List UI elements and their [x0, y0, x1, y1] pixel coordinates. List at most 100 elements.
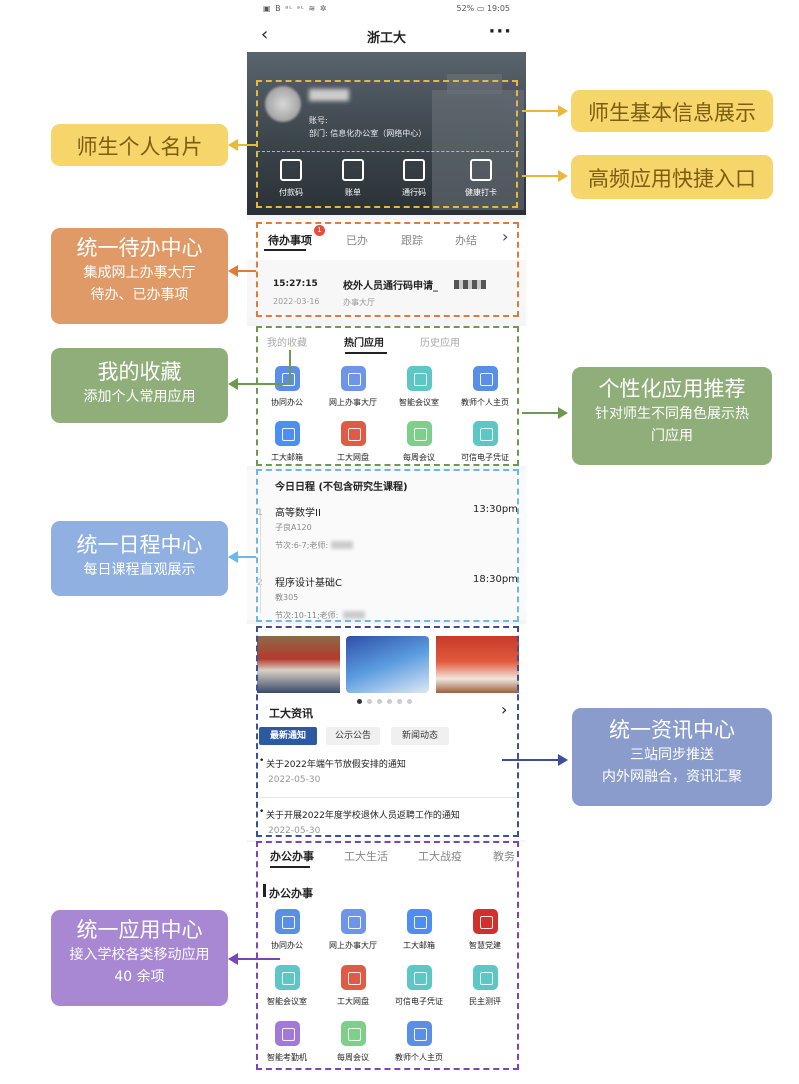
- tab-underline: [264, 249, 306, 251]
- app-icon: [406, 1021, 432, 1046]
- tab-todo-4[interactable]: 办结: [455, 234, 477, 247]
- arrow-news-head: [558, 754, 568, 766]
- app-tile[interactable]: 可信电子凭证: [387, 965, 451, 1007]
- app-label: 可信电子凭证: [395, 997, 443, 1006]
- app-tile[interactable]: 民主测评: [453, 965, 517, 1007]
- app-tile[interactable]: 可信电子凭证: [453, 421, 517, 463]
- arrow-sched-head: [228, 551, 238, 563]
- news-divider: [259, 797, 517, 798]
- callout-card-text: 师生个人名片: [76, 135, 203, 159]
- app-tile[interactable]: 教师个人主页: [453, 366, 517, 408]
- app-label: 教师个人主页: [395, 1053, 443, 1062]
- todo-badge: 1: [314, 225, 325, 236]
- callout-sched: 统一日程中心 每日课程直观展示: [51, 521, 228, 596]
- nav-bar: ‹ 浙工大 ···: [247, 18, 526, 52]
- callout-news-line-2: 内外网融合，资讯汇聚: [602, 769, 742, 785]
- chevron-right-icon[interactable]: ›: [502, 227, 509, 246]
- app-tile[interactable]: 网上办事大厅: [321, 909, 385, 951]
- tab-todo-1[interactable]: 待办事项: [268, 234, 312, 247]
- app-icon: [406, 366, 432, 391]
- tab-center-2[interactable]: 工大生活: [344, 850, 388, 863]
- tab-news-2[interactable]: 公示公告: [326, 727, 380, 745]
- app-icon: [406, 965, 432, 990]
- app-label: 工大网盘: [337, 453, 369, 462]
- app-icon: [274, 965, 300, 990]
- tab-apps-1[interactable]: 我的收藏: [267, 338, 307, 349]
- account-label: 账号:: [309, 116, 328, 125]
- chevron-right-icon[interactable]: ›: [501, 700, 508, 719]
- app-icon: [340, 965, 366, 990]
- app-label: 网上办事大厅: [329, 398, 377, 407]
- app-icon: [274, 909, 300, 934]
- user-name-blurred: [309, 89, 349, 101]
- todo-item[interactable]: 15:27:15 2022-03-16 校外人员通行码申请_ 办事大厅: [247, 260, 526, 318]
- app-tile[interactable]: 工大网盘: [321, 421, 385, 463]
- app-label: 智能会议室: [399, 398, 439, 407]
- app-tile[interactable]: 工大网盘: [321, 965, 385, 1007]
- carousel-dots: [357, 699, 417, 705]
- app-label: 工大邮箱: [403, 941, 435, 950]
- quick-action-4[interactable]: 健康打卡: [451, 159, 511, 198]
- app-label: 智慧党建: [469, 941, 501, 950]
- news-banner-image-3[interactable]: [436, 636, 519, 693]
- tab-apps-3[interactable]: 历史应用: [420, 338, 460, 349]
- app-tile[interactable]: 智能考勤机: [255, 1021, 319, 1063]
- quick-action-3[interactable]: 通行码: [384, 159, 444, 198]
- app-tile[interactable]: 智慧党建: [453, 909, 517, 951]
- app-tile[interactable]: 协同办公: [255, 366, 319, 408]
- status-bar: ▣ B ᵃᶫ ᵃᶫ ≋ ✲ 52% ▭ 19:05: [247, 0, 526, 18]
- tab-news-1[interactable]: 最新通知: [259, 727, 317, 745]
- quick-action-1[interactable]: 付款码: [261, 159, 321, 198]
- app-tile[interactable]: 智能会议室: [255, 965, 319, 1007]
- todo-panel: 待办事项 已办 跟踪 办结 1 › 15:27:15 2022-03-16 校外人员通行码…: [247, 220, 526, 318]
- arrow-card: [236, 144, 256, 146]
- app-label: 民主测评: [469, 997, 501, 1006]
- app-tile[interactable]: 每周会议: [387, 421, 451, 463]
- app-tile[interactable]: 智能会议室: [387, 366, 451, 408]
- app-tile[interactable]: 协同办公: [255, 909, 319, 951]
- quick-action-label: 付款码: [279, 188, 303, 197]
- schedule-room: 教305: [275, 593, 299, 602]
- arrow-appc-head: [228, 953, 238, 965]
- app-tile[interactable]: 每周会议: [321, 1021, 385, 1063]
- schedule-timeline: [260, 515, 261, 613]
- status-right: 52% ▭ 19:05: [456, 4, 511, 13]
- tab-apps-2[interactable]: 热门应用: [344, 338, 384, 349]
- app-icon: [340, 1021, 366, 1046]
- app-icon: [340, 366, 366, 391]
- phone-screen: ▣ B ᵃᶫ ᵃᶫ ≋ ✲ 52% ▭ 19:05 ‹ 浙工大 ··· 账号: …: [247, 0, 526, 1084]
- page-title: 浙工大: [366, 31, 406, 46]
- arrow-rec: [522, 412, 560, 414]
- news-banner-image-2[interactable]: [346, 636, 429, 693]
- section-marker: [263, 884, 266, 897]
- more-icon[interactable]: ···: [488, 21, 512, 42]
- app-tile[interactable]: 工大邮箱: [387, 909, 451, 951]
- app-tile[interactable]: 工大邮箱: [255, 421, 319, 463]
- dept-value: 信息化办公室（网络中心）: [330, 129, 427, 138]
- tab-center-4[interactable]: 教务: [493, 850, 515, 863]
- tab-news-3[interactable]: 新闻动态: [391, 727, 449, 745]
- app-tile[interactable]: 网上办事大厅: [321, 366, 385, 408]
- app-icon: [340, 909, 366, 934]
- news-item-date: 2022-05-30: [268, 826, 321, 836]
- app-label: 可信电子凭证: [461, 453, 509, 462]
- chevron-left-icon[interactable]: ‹: [261, 24, 269, 45]
- tab-center-1[interactable]: 办公办事: [270, 850, 314, 863]
- quick-action-2[interactable]: 账单: [323, 159, 383, 198]
- tab-todo-3[interactable]: 跟踪: [401, 234, 423, 247]
- tab-center-3[interactable]: 工大战疫: [418, 850, 462, 863]
- todo-title: 校外人员通行码申请_: [343, 281, 438, 292]
- tab-underline: [270, 866, 310, 868]
- callout-rec-line-2: 门应用: [651, 428, 693, 444]
- news-banner-image-1[interactable]: [257, 636, 340, 693]
- avatar[interactable]: [265, 86, 301, 122]
- tab-todo-2[interactable]: 已办: [346, 234, 368, 247]
- app-label: 协同办公: [271, 398, 303, 407]
- app-center-panel: 办公办事工大生活工大战疫教务 办公办事 协同办公网上办事大厅工大邮箱智慧党建智能…: [247, 842, 526, 1084]
- app-tile[interactable]: 教师个人主页: [387, 1021, 451, 1063]
